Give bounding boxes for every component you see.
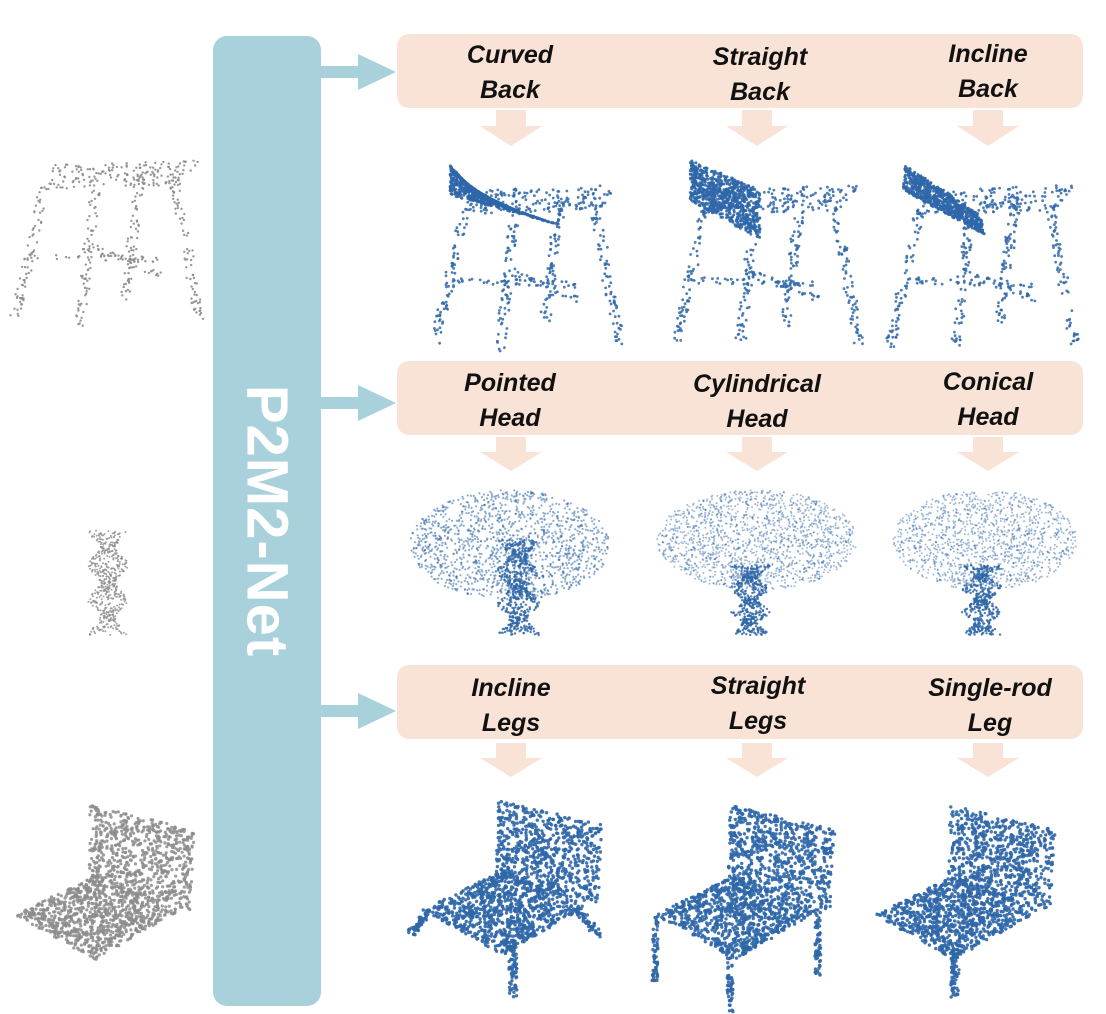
output-straight-legs-pointcloud	[650, 805, 837, 1014]
arrow-to-stool-row	[321, 54, 396, 90]
down-arrow-straight-back	[726, 110, 788, 146]
output-curved-back-pointcloud	[433, 164, 624, 353]
down-arrow-pointed-head	[480, 437, 542, 471]
output-conical-head-pointcloud	[892, 491, 1077, 636]
output-cylindrical-head-pointcloud	[656, 489, 857, 637]
row-stool-label-band	[397, 34, 1083, 108]
input-chair-pointcloud	[15, 804, 196, 961]
network-bar	[213, 36, 321, 1006]
down-arrow-incline-back	[957, 110, 1019, 146]
down-arrow-conical-head	[957, 437, 1019, 471]
down-arrow-single-rod-leg	[957, 743, 1019, 777]
down-arrow-incline-legs	[480, 743, 542, 777]
down-arrow-straight-legs	[726, 743, 788, 777]
arrow-to-lamp-row	[321, 385, 396, 421]
down-arrow-cylindrical-head	[726, 437, 788, 471]
output-single-rod-leg-pointcloud	[875, 805, 1057, 999]
row-chair-label-band	[397, 665, 1083, 739]
arrow-to-chair-row	[321, 693, 396, 729]
row-lamp-label-band	[397, 361, 1083, 435]
output-incline-legs-pointcloud	[406, 799, 603, 999]
output-incline-back-pointcloud	[885, 165, 1080, 349]
input-stool-pointcloud	[9, 159, 205, 327]
output-pointed-head-pointcloud	[409, 489, 610, 637]
input-lamp-stem-pointcloud	[87, 529, 129, 636]
down-arrow-curved-back	[480, 110, 542, 146]
output-straight-back-pointcloud	[673, 159, 864, 346]
